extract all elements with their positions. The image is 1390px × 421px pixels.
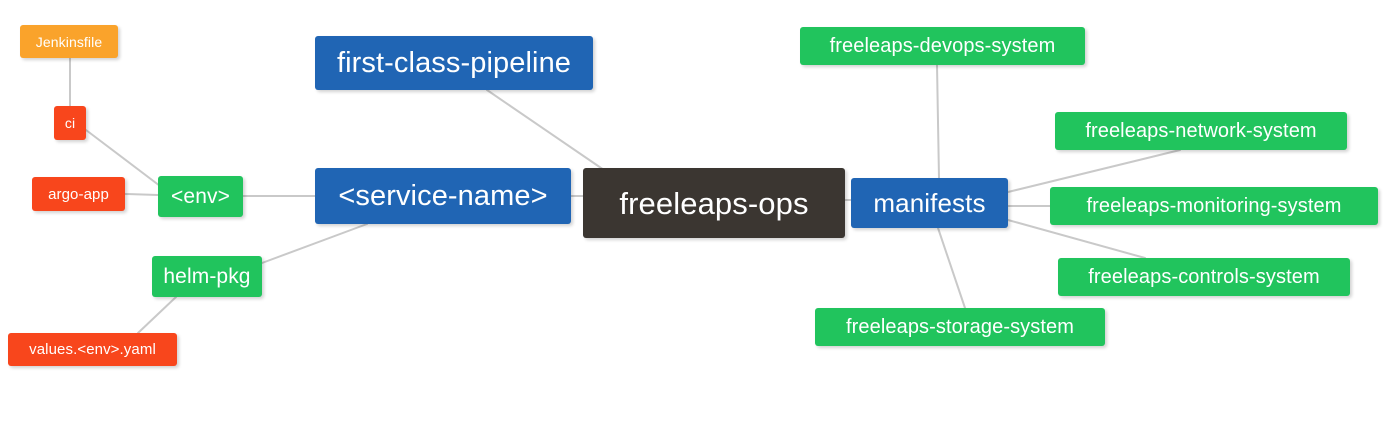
- edge-first-class-pipeline-to-freeleaps-ops: [486, 89, 605, 171]
- node-first-class-pipeline[interactable]: first-class-pipeline: [315, 36, 593, 90]
- node-label-first-class-pipeline: first-class-pipeline: [336, 46, 572, 79]
- edge-manifests-to-freeleaps-controls-system: [1007, 219, 1146, 259]
- node-jenkinsfile[interactable]: Jenkinsfile: [20, 25, 118, 58]
- node-helm-pkg[interactable]: helm-pkg: [152, 256, 262, 297]
- node-label-freeleaps-storage-system: freeleaps-storage-system: [845, 316, 1075, 338]
- node-freeleaps-controls-system[interactable]: freeleaps-controls-system: [1058, 258, 1350, 296]
- node-ci[interactable]: ci: [54, 106, 86, 140]
- node-manifests[interactable]: manifests: [851, 178, 1008, 228]
- node-label-manifests: manifests: [873, 188, 986, 218]
- node-label-env: <env>: [171, 185, 230, 208]
- node-freeleaps-network-system[interactable]: freeleaps-network-system: [1055, 112, 1347, 150]
- edge-manifests-to-freeleaps-network-system: [1007, 149, 1181, 193]
- node-label-freeleaps-controls-system: freeleaps-controls-system: [1088, 266, 1320, 288]
- node-freeleaps-monitoring-system[interactable]: freeleaps-monitoring-system: [1050, 187, 1378, 225]
- edge-argo-app-to-env: [124, 193, 159, 196]
- node-label-helm-pkg: helm-pkg: [163, 265, 251, 288]
- node-env[interactable]: <env>: [158, 176, 243, 217]
- node-values-env-yaml[interactable]: values.<env>.yaml: [8, 333, 177, 366]
- node-label-values-env-yaml: values.<env>.yaml: [29, 341, 156, 358]
- node-label-jenkinsfile: Jenkinsfile: [35, 33, 103, 50]
- edge-manifests-to-freeleaps-devops-system: [936, 64, 940, 179]
- node-label-ci: ci: [64, 115, 76, 131]
- node-label-argo-app: argo-app: [48, 185, 109, 203]
- node-label-freeleaps-monitoring-system: freeleaps-monitoring-system: [1086, 195, 1342, 217]
- node-label-freeleaps-network-system: freeleaps-network-system: [1085, 120, 1317, 142]
- node-freeleaps-ops[interactable]: freeleaps-ops: [583, 168, 845, 238]
- edge-values-env-yaml-to-helm-pkg: [137, 296, 177, 334]
- node-freeleaps-devops-system[interactable]: freeleaps-devops-system: [800, 27, 1085, 65]
- edge-manifests-to-freeleaps-storage-system: [937, 227, 966, 309]
- edge-helm-pkg-to-service-name: [261, 223, 368, 264]
- node-argo-app[interactable]: argo-app: [32, 177, 125, 211]
- node-label-freeleaps-devops-system: freeleaps-devops-system: [829, 35, 1056, 57]
- node-label-freeleaps-ops: freeleaps-ops: [619, 185, 809, 221]
- node-freeleaps-storage-system[interactable]: freeleaps-storage-system: [815, 308, 1105, 346]
- node-service-name[interactable]: <service-name>: [315, 168, 571, 224]
- node-label-service-name: <service-name>: [338, 179, 548, 212]
